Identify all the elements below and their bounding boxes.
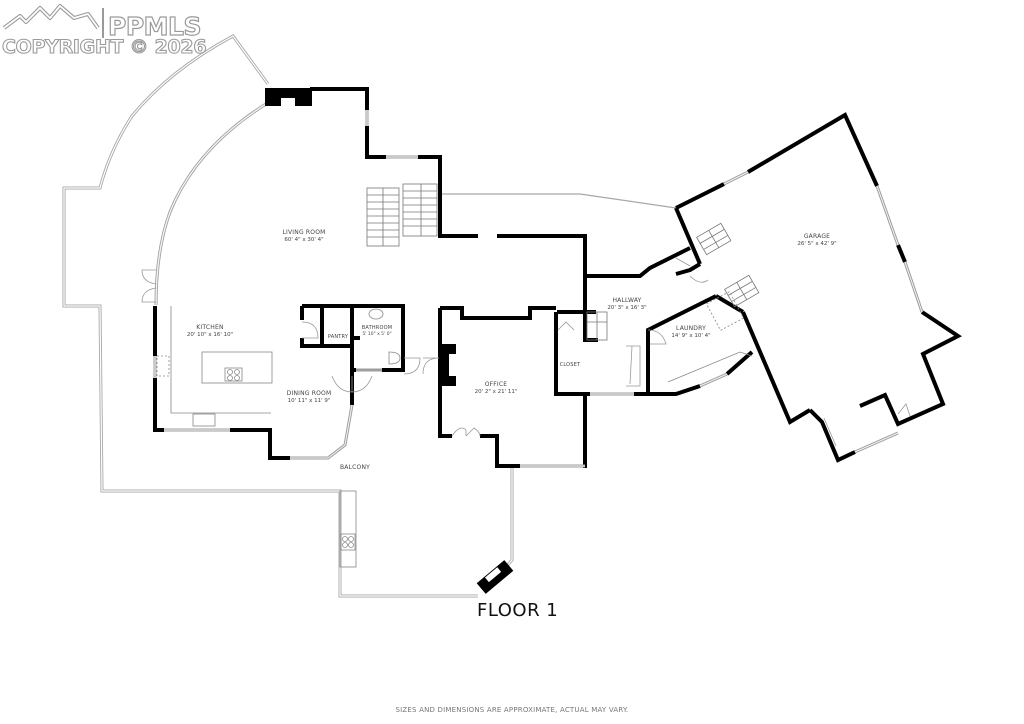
room-name: DINING ROOM: [286, 390, 332, 397]
room-dimensions: 20' 3" x 16' 3": [607, 304, 647, 311]
room-dimensions: 10' 11" x 11' 9": [287, 397, 331, 404]
room-name: KITCHEN: [196, 324, 224, 331]
room-label-pantry: PANTRY: [327, 334, 349, 341]
room-name: OFFICE: [484, 381, 508, 388]
room-name: LIVING ROOM: [282, 229, 326, 236]
doors: [141, 257, 911, 447]
watermark-divider: [102, 8, 104, 38]
curved-window-wall: [154, 102, 267, 306]
mountain-logo-icon: [2, 4, 100, 30]
room-name: PANTRY: [327, 334, 349, 340]
room-label-closet: CLOSET: [559, 362, 581, 369]
room-label-kitchen: KITCHEN 20' 10" x 16' 10": [186, 324, 234, 338]
room-label-balcony: BALCONY: [339, 464, 371, 472]
room-dimensions: 26' 5" x 42' 9": [797, 240, 837, 247]
walls: [153, 87, 962, 468]
stairs: [366, 183, 760, 341]
room-label-hallway: HALLWAY 20' 3" x 16' 3": [607, 297, 647, 311]
room-dimensions: 20' 2" x 21' 11": [474, 388, 518, 395]
room-label-garage: GARAGE 26' 5" x 42' 9": [797, 233, 837, 247]
room-name: CLOSET: [559, 362, 581, 368]
room-dimensions: 20' 10" x 16' 10": [186, 331, 234, 338]
room-name: HALLWAY: [612, 297, 642, 304]
fireplace: [265, 88, 312, 106]
watermark-brand: PPMLS: [107, 11, 202, 41]
room-name: BATHROOM: [361, 325, 393, 331]
room-dimensions: 60' 4" x 30' 4": [284, 236, 324, 243]
room-label-dining-room: DINING ROOM 10' 11" x 11' 9": [286, 390, 332, 404]
room-name: BALCONY: [339, 464, 371, 471]
room-dimensions: 14' 9" x 10' 4": [671, 332, 711, 339]
room-name: GARAGE: [803, 233, 831, 240]
disclaimer: SIZES AND DIMENSIONS ARE APPROXIMATE, AC…: [395, 706, 629, 714]
watermark-copyright: COPYRIGHT © 2026: [1, 35, 207, 58]
room-dimensions: 5' 10" x 5' 0": [362, 331, 392, 337]
room-label-office: OFFICE 20' 2" x 21' 11": [474, 381, 518, 395]
fire-pit: [476, 560, 514, 594]
room-label-living-room: LIVING ROOM 60' 4" x 30' 4": [282, 229, 326, 243]
room-label-bathroom: BATHROOM 5' 10" x 5' 0": [361, 325, 393, 337]
room-label-laundry: LAUNDRY 14' 9" x 10' 4": [671, 325, 711, 339]
kitchen-fixtures: [156, 291, 753, 568]
room-name: LAUNDRY: [676, 325, 706, 332]
floor-label: FLOOR 1: [477, 600, 559, 621]
